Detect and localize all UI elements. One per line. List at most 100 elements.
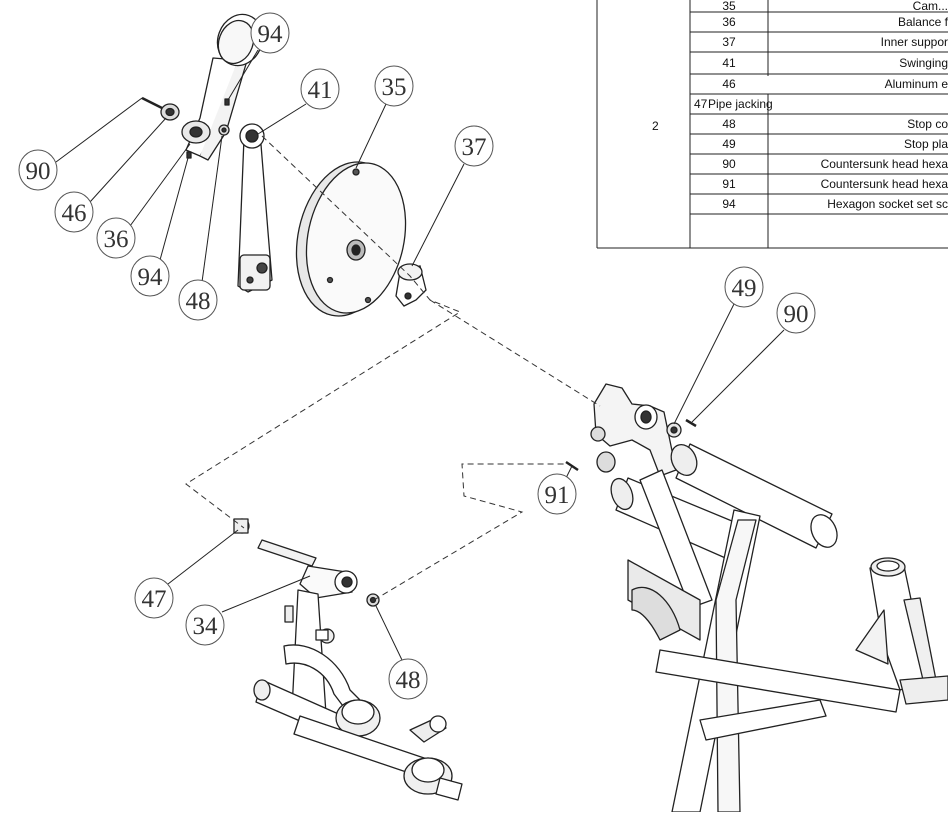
- parts-table-name: Swinging: [899, 56, 948, 70]
- callout-leader-line: [89, 117, 167, 203]
- callout-90: 90: [691, 292, 816, 423]
- callout-91: 91: [537, 465, 577, 515]
- callout-circle: [185, 604, 225, 646]
- parts-table-name: Stop co: [907, 117, 948, 131]
- callout-circle: [130, 255, 170, 297]
- parts-table-row: 49 Stop pla: [690, 137, 948, 155]
- parts-table-row: 91 Countersunk head hexa: [690, 177, 948, 195]
- callout-number: 46: [62, 200, 87, 227]
- main-frame: [565, 383, 948, 813]
- callout-leader-line: [167, 529, 239, 585]
- callout-leader-line: [673, 303, 735, 425]
- callout-94: 94: [130, 157, 189, 297]
- callout-number: 37: [462, 134, 487, 161]
- callout-34: 34: [185, 575, 311, 646]
- callout-circle: [54, 191, 94, 233]
- callout-circle: [454, 125, 494, 167]
- callout-circle: [776, 292, 816, 334]
- parts-table-no: 94: [722, 197, 736, 211]
- callout-41: 41: [257, 68, 340, 135]
- callout-leader-line: [129, 143, 191, 227]
- parts-table-row: 46 Aluminum e: [690, 77, 948, 95]
- parts-table-name: Pipe jacking: [708, 97, 773, 111]
- assembly-guide-lines: [185, 135, 601, 601]
- balance-frame-assembly: [233, 518, 463, 801]
- callout-leader-line: [159, 157, 189, 261]
- callout-46: 46: [54, 117, 167, 233]
- parts-table-name: Balance f: [898, 15, 948, 29]
- callout-49: 49: [673, 266, 764, 425]
- callout-circle: [250, 12, 290, 54]
- callout-leader-line: [201, 135, 223, 283]
- callout-leader-line: [257, 103, 307, 135]
- inner-support: [395, 263, 427, 307]
- callout-leader-line: [221, 575, 311, 613]
- parts-table-no: 35: [722, 0, 736, 13]
- callout-circle: [537, 473, 577, 515]
- parts-table-no: 49: [722, 137, 736, 151]
- callout-48: 48: [375, 605, 428, 700]
- parts-table-no: 90: [722, 157, 736, 171]
- callout-35: 35: [355, 65, 414, 169]
- parts-table-row: 36 Balance f: [690, 15, 948, 33]
- callout-number: 34: [193, 613, 219, 640]
- parts-table-name: Hexagon socket set sc: [827, 197, 948, 211]
- parts-table-no: 48: [722, 117, 736, 131]
- parts-table-name: Inner suppor: [881, 35, 948, 49]
- callout-37: 37: [411, 125, 494, 267]
- callout-number: 41: [308, 77, 333, 104]
- callout-leader-line: [55, 97, 143, 163]
- callout-circle: [18, 149, 58, 191]
- callout-number: 49: [732, 275, 757, 302]
- callout-47: 47: [134, 529, 239, 619]
- cam-disc: [295, 161, 407, 317]
- callout-number: 94: [138, 264, 164, 291]
- parts-table-name: Cam...: [913, 0, 948, 13]
- callout-leader-line: [691, 329, 785, 423]
- parts-table-row: 37 Inner suppor: [690, 35, 948, 53]
- callout-number: 91: [545, 482, 570, 509]
- parts-table-no: 46: [722, 77, 736, 91]
- callout-number: 94: [258, 21, 284, 48]
- parts-table-no: 47: [694, 97, 708, 111]
- callout-number: 48: [396, 667, 421, 694]
- callout-leader-line: [375, 605, 403, 661]
- callout-48: 48: [178, 135, 223, 321]
- callout-leader-line: [411, 163, 465, 267]
- callout-circle: [134, 577, 174, 619]
- parts-table-row: 94 Hexagon socket set sc: [690, 197, 948, 215]
- callout-number: 90: [26, 158, 51, 185]
- parts-table-row: 48 Stop co: [690, 117, 948, 135]
- parts-table-name: Stop pla: [904, 137, 948, 151]
- callout-circle: [724, 266, 764, 308]
- callout-circle: [96, 217, 136, 259]
- parts-table-name: Countersunk head hexa: [821, 177, 948, 191]
- parts-table-name: Aluminum e: [885, 77, 948, 91]
- parts-table-row: 35 Cam...: [690, 0, 948, 13]
- parts-table-no: 91: [722, 177, 736, 191]
- callout-leader-line: [565, 465, 573, 479]
- callout-circle: [388, 658, 428, 700]
- parts-table-group-label: 2: [652, 119, 659, 133]
- callout-number: 36: [104, 226, 129, 253]
- callout-number: 35: [382, 74, 407, 101]
- callout-circle: [300, 68, 340, 110]
- parts-table-no: 36: [722, 15, 736, 29]
- callout-number: 47: [142, 586, 167, 613]
- callout-number: 90: [784, 301, 809, 328]
- callout-leader-line: [355, 103, 387, 169]
- callout-36: 36: [96, 143, 191, 259]
- callout-circle: [178, 279, 218, 321]
- callout-leader-line: [227, 49, 259, 101]
- callout-90: 90: [18, 97, 143, 191]
- callout-circle: [374, 65, 414, 107]
- parts-table-no: 37: [722, 35, 736, 49]
- callouts: 94 41 35 37 90 46 36 94 48 49 90 91 47 34 48: [18, 12, 816, 700]
- callout-94: 94: [227, 12, 290, 101]
